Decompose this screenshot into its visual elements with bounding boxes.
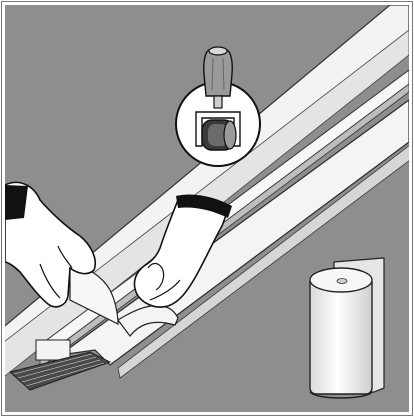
tape-roll-icon	[310, 258, 384, 398]
